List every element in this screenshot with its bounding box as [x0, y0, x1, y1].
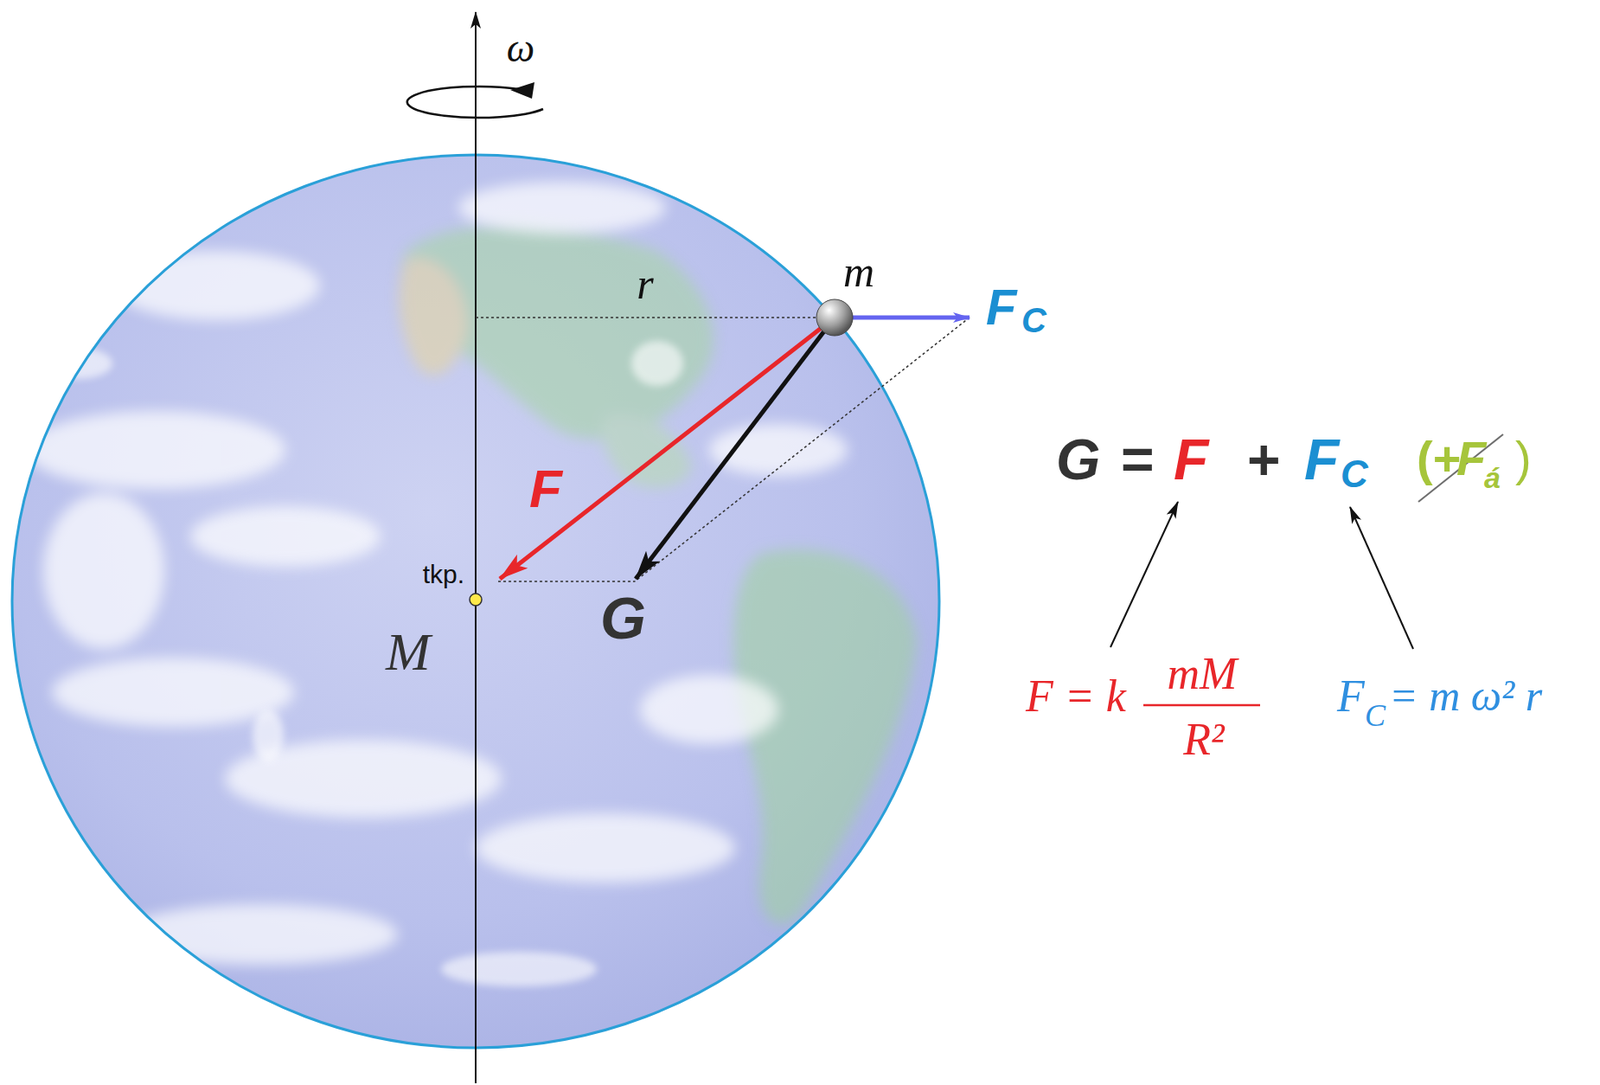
radius-label: r: [636, 257, 653, 310]
centre-label: tkp.: [422, 558, 465, 590]
equation-term: F: [1456, 428, 1486, 487]
formula-text: F: [1337, 669, 1365, 724]
equation-term: F: [1173, 425, 1209, 494]
equation-term: F: [1304, 425, 1339, 494]
equation-operator: =: [1120, 425, 1155, 494]
formula-text: F = k: [1025, 669, 1127, 724]
force-symbol: F: [985, 276, 1017, 338]
subscript: C: [1364, 697, 1386, 735]
weight-symbol: G: [600, 582, 647, 654]
mass-label: m: [843, 245, 875, 298]
earth-mass-label: M: [385, 619, 431, 684]
rotation-symbol: ω: [506, 24, 535, 72]
equation-operator: (+: [1416, 428, 1461, 487]
formula-text: = m ω² r: [1388, 669, 1543, 722]
subscript: C: [1021, 299, 1047, 341]
subscript: á: [1484, 460, 1501, 496]
fraction-denominator: R²: [1183, 712, 1224, 767]
fraction-numerator: mM: [1167, 646, 1238, 701]
subscript: C: [1340, 451, 1369, 498]
equation-bracket: ): [1515, 428, 1532, 487]
force-symbol: F: [529, 456, 563, 521]
equation-operator: +: [1247, 425, 1281, 494]
equation-term: G: [1056, 425, 1101, 494]
